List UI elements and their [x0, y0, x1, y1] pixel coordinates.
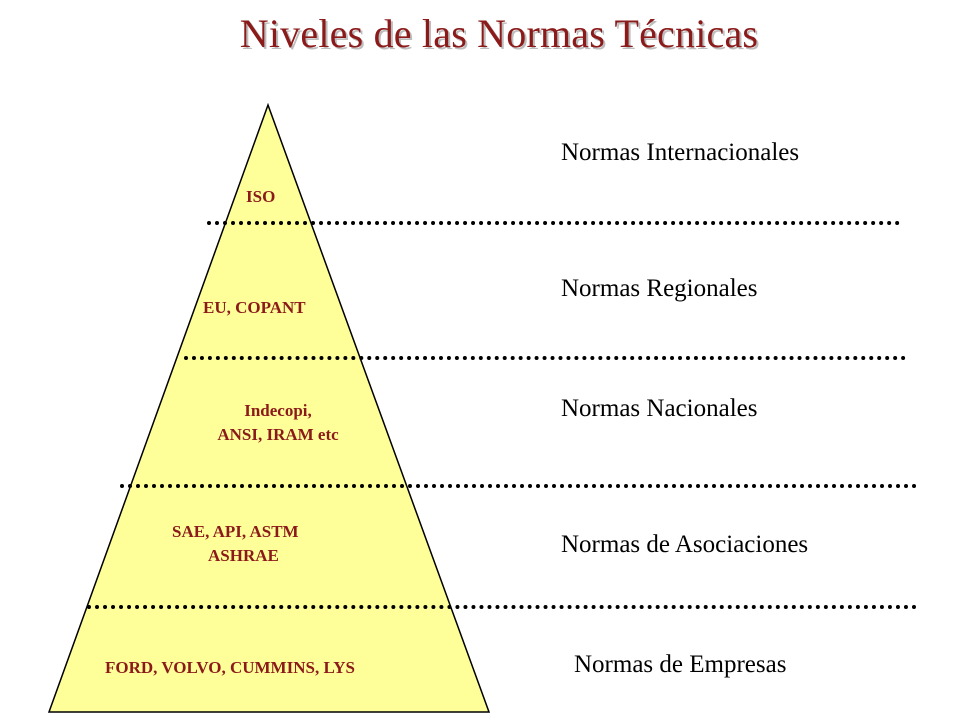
- page-title: Niveles de las Normas Técnicas: [239, 11, 759, 56]
- pyramid-shape: [47, 102, 491, 713]
- tier-label-associations: SAE, API, ASTM ASHRAE: [172, 522, 299, 565]
- tier-label-national: Indecopi, ANSI, IRAM etc: [217, 401, 339, 444]
- divider-line: [207, 221, 900, 225]
- divider-line: [120, 484, 917, 488]
- divider-line: [184, 356, 906, 360]
- tier-label-iso: ISO: [246, 187, 276, 206]
- level-regional: Normas Regionales: [561, 275, 758, 302]
- divider-line: [87, 605, 917, 609]
- level-associations: Normas de Asociaciones: [561, 531, 809, 558]
- tier-label-companies: FORD, VOLVO, CUMMINS, LYS: [105, 658, 355, 677]
- level-companies: Normas de Empresas: [574, 651, 787, 678]
- level-national: Normas Nacionales: [561, 395, 758, 422]
- tier-label-regional: EU, COPANT: [203, 298, 306, 317]
- level-international: Normas Internacionales: [561, 139, 800, 166]
